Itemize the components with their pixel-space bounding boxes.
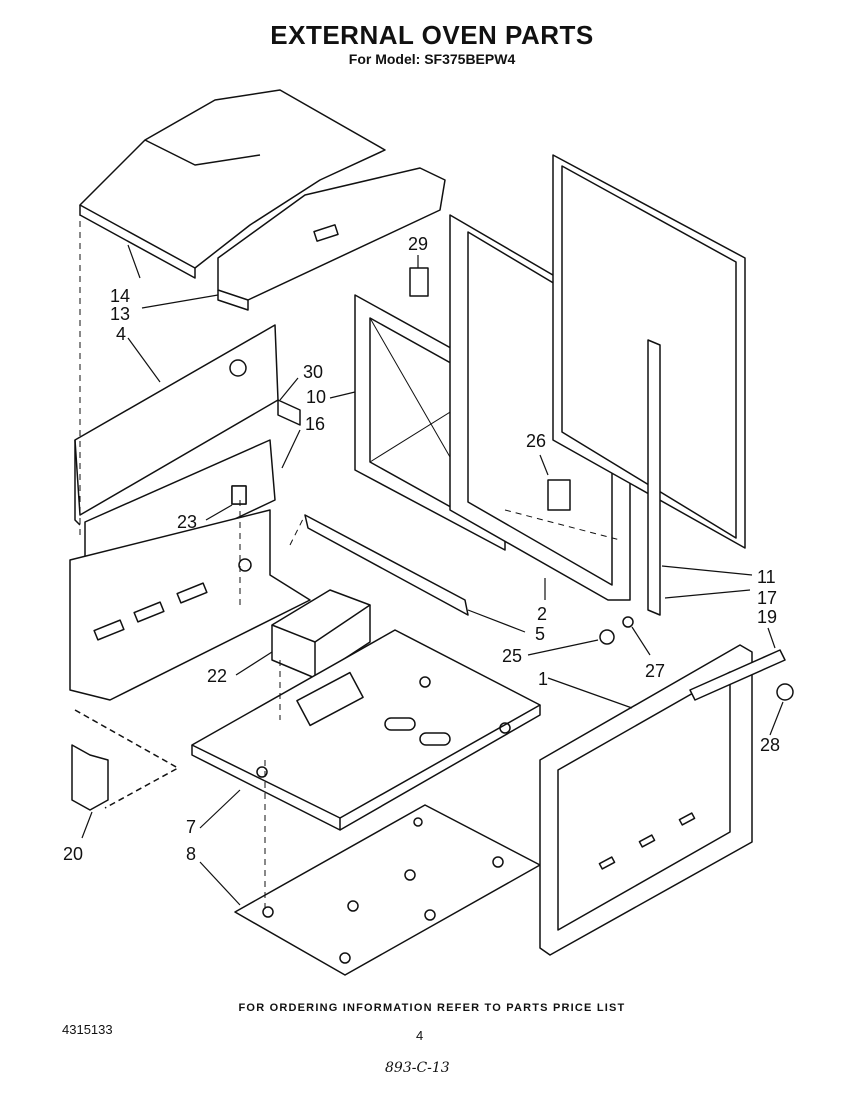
- part-25-knob: [599, 629, 615, 645]
- part-29-hinge: [409, 267, 429, 297]
- label-part-27: 27: [645, 661, 665, 681]
- part-8-bottom-plate: [234, 804, 541, 976]
- part-19-handle: [689, 649, 786, 701]
- ordering-note: FOR ORDERING INFORMATION REFER TO PARTS …: [238, 1002, 626, 1014]
- part-22-box: [271, 589, 371, 679]
- label-part-4: 4: [116, 324, 126, 344]
- label-part-17: 17: [757, 588, 777, 608]
- part-17-seal-strip: [647, 339, 661, 616]
- label-part-28: 28: [760, 735, 780, 755]
- part-23-clip: [231, 485, 247, 505]
- label-part-22: 22: [207, 666, 227, 686]
- part-1-outer-door: [539, 644, 753, 956]
- label-part-8: 8: [186, 844, 196, 864]
- label-part-5: 5: [535, 624, 545, 644]
- label-part-13: 13: [110, 304, 130, 324]
- label-part-11: 11: [757, 567, 776, 587]
- document-number: 4315133: [62, 1022, 113, 1037]
- part-28-knob: [776, 683, 794, 701]
- label-part-23: 23: [177, 512, 197, 532]
- label-part-30: 30: [303, 362, 323, 382]
- part-5-rail: [304, 514, 469, 616]
- part-7-bottom-tray: [191, 629, 541, 831]
- part-26-bracket: [547, 479, 571, 511]
- label-part-29: 29: [408, 234, 428, 254]
- model-subtitle: For Model: SF375BEPW4: [348, 51, 516, 67]
- label-part-14: 14: [110, 286, 130, 306]
- label-part-19: 19: [757, 607, 777, 627]
- label-part-1: 1: [538, 669, 548, 689]
- label-part-7: 7: [186, 817, 196, 837]
- part-20-bracket: [71, 744, 109, 811]
- part-30-bracket: [277, 399, 301, 426]
- label-part-16: 16: [305, 414, 325, 434]
- oven-body-side: [69, 509, 311, 701]
- part-27-screw: [622, 616, 634, 628]
- page-number: 4: [416, 1028, 424, 1043]
- label-part-10: 10: [306, 387, 326, 407]
- handwritten-note: 893-C-13: [385, 1060, 450, 1076]
- label-part-2: 2: [537, 604, 547, 624]
- label-part-20: 20: [63, 844, 83, 864]
- part-14-top-cover: [79, 89, 386, 279]
- page-title: EXTERNAL OVEN PARTS: [270, 20, 594, 50]
- label-part-26: 26: [526, 431, 546, 451]
- label-part-25: 25: [502, 646, 522, 666]
